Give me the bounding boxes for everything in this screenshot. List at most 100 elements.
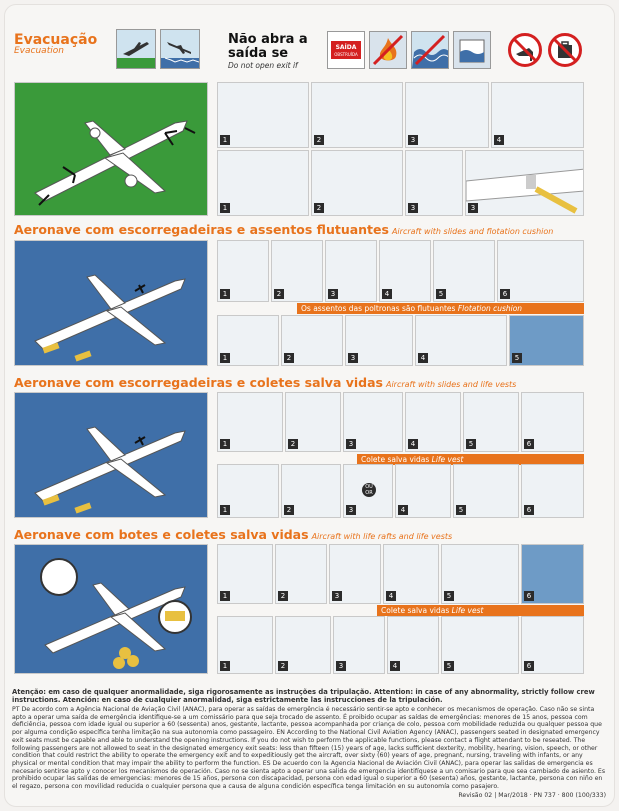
- step-number: 6: [500, 289, 510, 299]
- step-number: 4: [408, 439, 418, 449]
- section-1-title-text: Aeronave com escorregadeiras e assentos …: [14, 222, 389, 237]
- step-number: 3: [332, 591, 342, 601]
- s2-step-6: 6: [521, 392, 584, 452]
- s2-vest-2: 2: [281, 464, 341, 518]
- do-not-open-warning: Não abra a saída se: [228, 33, 308, 61]
- evacuation-subtitle: Evacuation: [14, 46, 64, 56]
- s3-step-4: 4: [383, 544, 439, 604]
- step-number: 1: [220, 203, 230, 213]
- s1-step-4: 4: [379, 240, 431, 302]
- evac-step-3b: 3: [405, 150, 463, 216]
- step-number: 2: [284, 505, 294, 515]
- section-3-title-text: Aeronave com botes e coletes salva vidas: [14, 527, 309, 542]
- warning-line-1: Não abra a: [228, 32, 308, 47]
- section-3-title: Aeronave com botes e coletes salva vidas…: [14, 527, 452, 542]
- sign-text-1: SAÍDA: [336, 43, 357, 51]
- step-number: 3: [336, 661, 346, 671]
- fire-icon: [369, 31, 407, 69]
- step-number: 1: [220, 661, 230, 671]
- s3-vest-4: 4: [387, 616, 439, 674]
- s3-vest-2: 2: [275, 616, 331, 674]
- s1-step-3: 3: [325, 240, 377, 302]
- step-number: 2: [278, 661, 288, 671]
- s3-vest-6: 6: [521, 616, 584, 674]
- section-2-title: Aeronave com escorregadeiras e coletes s…: [14, 375, 516, 390]
- s1-step-1: 1: [217, 240, 269, 302]
- s1-cushion-1: 1: [217, 315, 279, 366]
- no-high-heels-icon: [508, 33, 542, 67]
- step-number: 4: [494, 135, 504, 145]
- section-2-aircraft-diagram: [14, 392, 208, 518]
- step-number: 2: [288, 439, 298, 449]
- step-number: 3: [348, 353, 358, 363]
- step-number: 5: [466, 439, 476, 449]
- step-number: 3: [346, 439, 356, 449]
- s2-step-2: 2: [285, 392, 341, 452]
- step-number: 4: [390, 661, 400, 671]
- strip-text-en: Life vest: [431, 455, 464, 464]
- evac-step-4: 4: [491, 82, 584, 148]
- sign-text-2: OBSTRUÍDA: [334, 52, 358, 57]
- legal-text: PT De acordo com a Agência Nacional de A…: [12, 706, 606, 791]
- step-number: 2: [314, 135, 324, 145]
- badge-or: OR: [365, 490, 373, 496]
- do-not-open-warning-en: Do not open exit if: [228, 61, 298, 70]
- step-number: 1: [220, 505, 230, 515]
- s2-lifevest-strip: Colete salva vidas Life vest: [357, 454, 584, 465]
- step-number: 4: [382, 289, 392, 299]
- footer-notes: Atenção: em caso de qualquer anormalidad…: [12, 688, 606, 799]
- step-number: 3: [328, 289, 338, 299]
- step-number: 4: [386, 591, 396, 601]
- s3-vest-3: 3: [333, 616, 385, 674]
- evac-step-1b: 1: [217, 150, 309, 216]
- step-number: 1: [220, 289, 230, 299]
- strip-text-pt: Colete salva vidas: [361, 455, 430, 464]
- s2-vest-4: 4: [395, 464, 451, 518]
- s1-step-6: 6: [497, 240, 584, 302]
- step-number: 3: [468, 203, 478, 213]
- step-number: 3: [408, 135, 418, 145]
- step-number: 6: [524, 505, 534, 515]
- s3-step-3: 3: [329, 544, 381, 604]
- attention-text: Atenção: em caso de qualquer anormalidad…: [12, 688, 595, 704]
- step-number: 1: [220, 135, 230, 145]
- section-2-subtitle: Aircraft with slides and life vests: [385, 380, 517, 389]
- s2-step-4: 4: [405, 392, 461, 452]
- s3-step-1: 1: [217, 544, 273, 604]
- strip-text-en: Flotation cushion: [457, 304, 523, 313]
- evacuation-aircraft-diagram: [14, 82, 208, 216]
- s3-step-2: 2: [275, 544, 327, 604]
- evac-step-2: 2: [311, 82, 403, 148]
- s2-step-1: 1: [217, 392, 283, 452]
- strip-text-en: Life vest: [451, 606, 484, 615]
- evac-step-2b: 2: [311, 150, 403, 216]
- evac-step-3c: 3: [465, 150, 584, 216]
- section-3-aircraft-diagram: [14, 544, 208, 674]
- step-number: 2: [274, 289, 284, 299]
- evac-step-3: 3: [405, 82, 489, 148]
- s2-vest-1: 1: [217, 464, 279, 518]
- badge-ou: OU: [365, 484, 373, 490]
- step-number: 4: [398, 505, 408, 515]
- landing-plane-icon: [160, 29, 200, 69]
- s2-step-5: 5: [463, 392, 519, 452]
- no-baggage-icon: [548, 33, 582, 67]
- step-number: 5: [444, 591, 454, 601]
- step-number: 2: [278, 591, 288, 601]
- revision-text: Revisão 02 | Mar/2018 · PN 737 · 800 (10…: [458, 791, 606, 799]
- s1-cushion-3: 3: [345, 315, 413, 366]
- s1-cushion-4: 4: [415, 315, 507, 366]
- step-number: 6: [524, 661, 534, 671]
- section-3-subtitle: Aircraft with life rafts and life vests: [311, 532, 453, 541]
- section-1-title: Aeronave com escorregadeiras e assentos …: [14, 222, 553, 237]
- s3-step-5: 5: [441, 544, 519, 604]
- step-number: 2: [284, 353, 294, 363]
- strip-text-pt: Os assentos das poltronas são flutuantes: [301, 304, 456, 313]
- warning-line-2: saída se: [228, 46, 289, 61]
- s1-flotation-strip: Os assentos das poltronas são flutuantes…: [297, 303, 584, 314]
- s1-step-2: 2: [271, 240, 323, 302]
- step-number: 1: [220, 353, 230, 363]
